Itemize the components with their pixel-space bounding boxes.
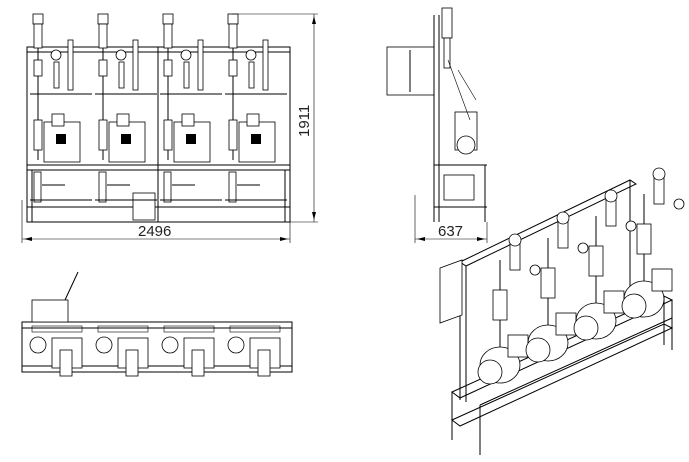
pump-unit-front — [95, 13, 157, 203]
valve-row — [97, 325, 149, 333]
pump-motor — [116, 113, 130, 127]
pump-head-iso — [525, 337, 551, 363]
flow-meter — [228, 59, 238, 77]
pulsation-dampener — [67, 39, 74, 91]
pump-unit-iso — [573, 189, 637, 341]
gauge-iso — [625, 220, 637, 232]
valve-iso — [492, 289, 508, 321]
gauge-iso — [529, 264, 541, 276]
pump-motor — [181, 113, 195, 127]
valve-iso — [540, 267, 556, 299]
strainer — [228, 119, 238, 151]
pump-unit-iso — [621, 167, 685, 319]
column-cap-iso — [556, 211, 570, 225]
valve — [53, 61, 60, 89]
pump-unit-front — [225, 13, 287, 203]
gauge-top — [161, 336, 179, 354]
calibration-column — [228, 23, 238, 49]
pump-unit-front — [30, 13, 92, 203]
pump-unit-front — [160, 13, 222, 203]
valve-iso — [636, 223, 652, 255]
column-cap-iso — [652, 167, 666, 181]
pump-unit-iso — [477, 233, 541, 385]
top-view — [21, 271, 293, 373]
column-cap — [97, 13, 109, 25]
calibration-column — [98, 23, 108, 49]
pump-label-plate — [251, 134, 261, 144]
valve-row — [31, 325, 83, 333]
flow-meter — [163, 59, 173, 77]
gauge-top — [29, 336, 47, 354]
pump-head-iso — [621, 293, 647, 319]
pump-head-iso — [477, 359, 503, 385]
pressure-gauge — [180, 49, 192, 61]
pump-motor — [51, 113, 65, 127]
pump-unit-top — [95, 325, 149, 377]
pulsation-dampener — [197, 39, 204, 91]
gauge-top — [227, 336, 245, 354]
column-cap-iso — [604, 189, 618, 203]
flow-meter — [33, 59, 43, 77]
suction-valve — [163, 171, 172, 203]
suction-valve — [98, 171, 107, 203]
valve-row — [163, 325, 215, 333]
motor-top — [191, 349, 205, 377]
height-dimension-label: 1911 — [296, 105, 313, 137]
suction-valve — [33, 171, 42, 203]
pressure-gauge — [50, 49, 62, 61]
side-view — [386, 7, 487, 222]
pressure-gauge — [245, 49, 257, 61]
pulsation-dampener — [132, 39, 139, 91]
control-box-iso — [439, 259, 463, 324]
pump-unit-iso — [525, 211, 589, 363]
valve — [183, 61, 190, 89]
width-dimension-label: 2496 — [138, 223, 171, 240]
pump-motor — [246, 113, 260, 127]
pulsation-dampener — [262, 39, 269, 91]
column-cap-iso — [508, 233, 522, 247]
motor-iso — [603, 290, 625, 314]
pressure-gauge — [115, 49, 127, 61]
drain-tank — [132, 192, 156, 221]
gauge-top — [95, 336, 113, 354]
motor-top — [257, 349, 271, 377]
motor-iso — [555, 312, 577, 336]
width-dimension: 2496 — [21, 200, 291, 243]
pump-label-plate — [56, 134, 66, 144]
pump-unit-top — [29, 325, 83, 377]
strainer — [98, 119, 108, 151]
valve — [118, 61, 125, 89]
flow-meter — [98, 59, 108, 77]
motor-top — [125, 349, 139, 377]
suction-valve — [228, 171, 237, 203]
pump-unit-top — [227, 325, 281, 377]
strainer — [33, 119, 43, 151]
depth-dimension: 637 — [414, 195, 488, 243]
column-cap — [227, 13, 239, 25]
calibration-column — [33, 23, 43, 49]
pump-label-plate — [121, 134, 131, 144]
gauge-iso — [673, 198, 685, 210]
column-cap — [32, 13, 44, 25]
pump-head-iso — [573, 315, 599, 341]
valve-row — [229, 325, 281, 333]
motor-iso — [651, 268, 673, 292]
control-box-top — [31, 299, 69, 323]
pump-unit-top — [161, 325, 215, 377]
strainer — [163, 119, 173, 151]
calibration-column — [163, 23, 173, 49]
depth-dimension-label: 637 — [438, 223, 463, 240]
column-cap — [162, 13, 174, 25]
pump-label-plate — [186, 134, 196, 144]
top-frame — [21, 321, 293, 373]
gauge-iso — [577, 242, 589, 254]
height-dimension: 1911 — [232, 13, 318, 223]
motor-iso — [507, 334, 529, 358]
valve-iso — [588, 245, 604, 277]
valve — [248, 61, 255, 89]
motor-top — [59, 349, 73, 377]
